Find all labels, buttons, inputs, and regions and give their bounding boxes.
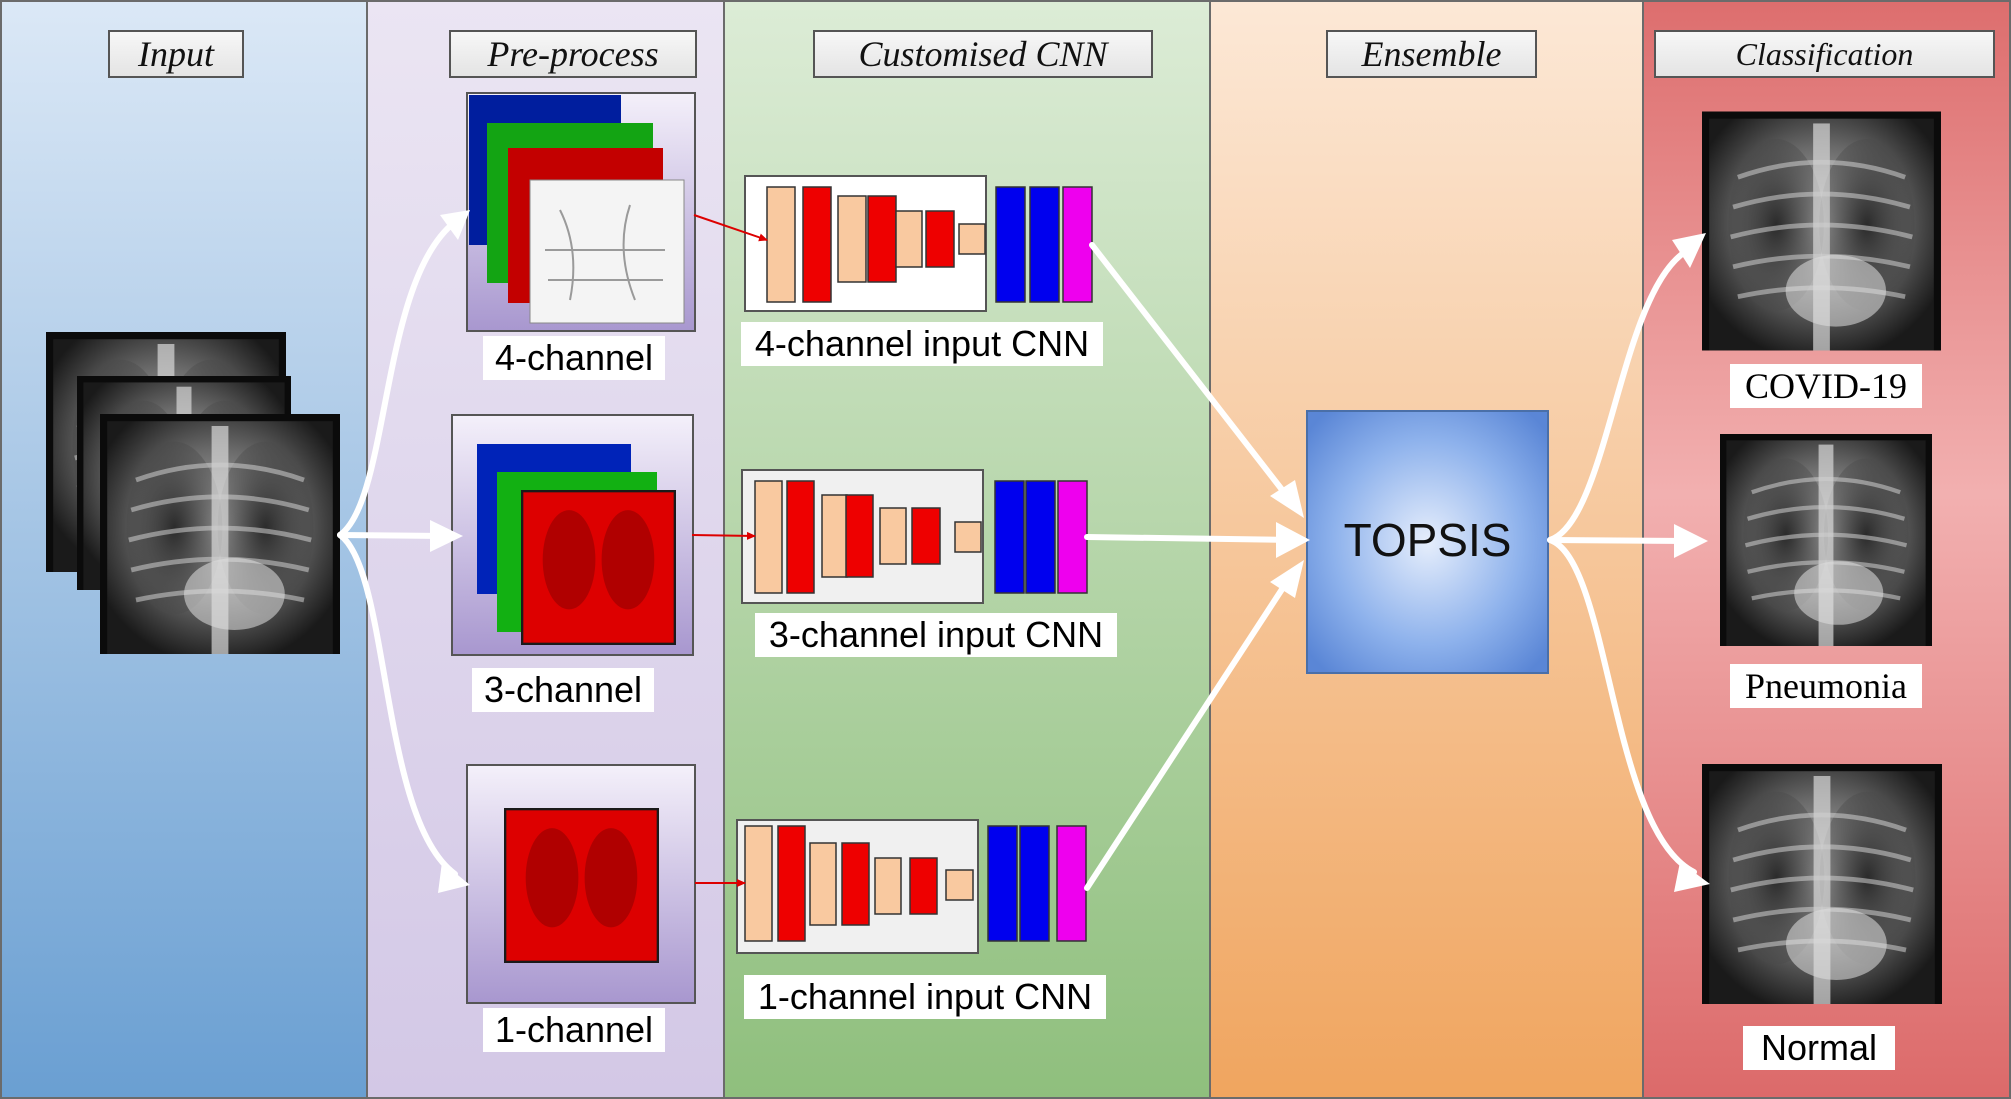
preprocess-label-4channel: 4-channel	[483, 336, 665, 380]
class-label-covid: COVID-19	[1730, 364, 1922, 408]
stage-title-input: Input	[108, 30, 244, 78]
cnn-label-3channel: 3-channel input CNN	[755, 613, 1117, 657]
stage-title-preprocess: Pre-process	[449, 30, 697, 78]
stage-title-cnn: Customised CNN	[813, 30, 1153, 78]
stage-title-ensemble: Ensemble	[1326, 30, 1537, 78]
topsis-label: TOPSIS	[1343, 514, 1512, 566]
class-label-normal: Normal	[1743, 1026, 1895, 1070]
class-label-pneumonia: Pneumonia	[1730, 664, 1922, 708]
stage-title-classification: Classification	[1654, 30, 1995, 78]
preprocess-panel	[366, 0, 725, 1099]
cnn-label-1channel: 1-channel input CNN	[744, 975, 1106, 1019]
classification-panel	[1642, 0, 2011, 1099]
cnn-label-4channel: 4-channel input CNN	[741, 322, 1103, 366]
cnn-panel	[723, 0, 1211, 1099]
preprocess-label-1channel: 1-channel	[483, 1008, 665, 1052]
input-panel	[0, 0, 368, 1099]
preprocess-label-3channel: 3-channel	[472, 668, 654, 712]
